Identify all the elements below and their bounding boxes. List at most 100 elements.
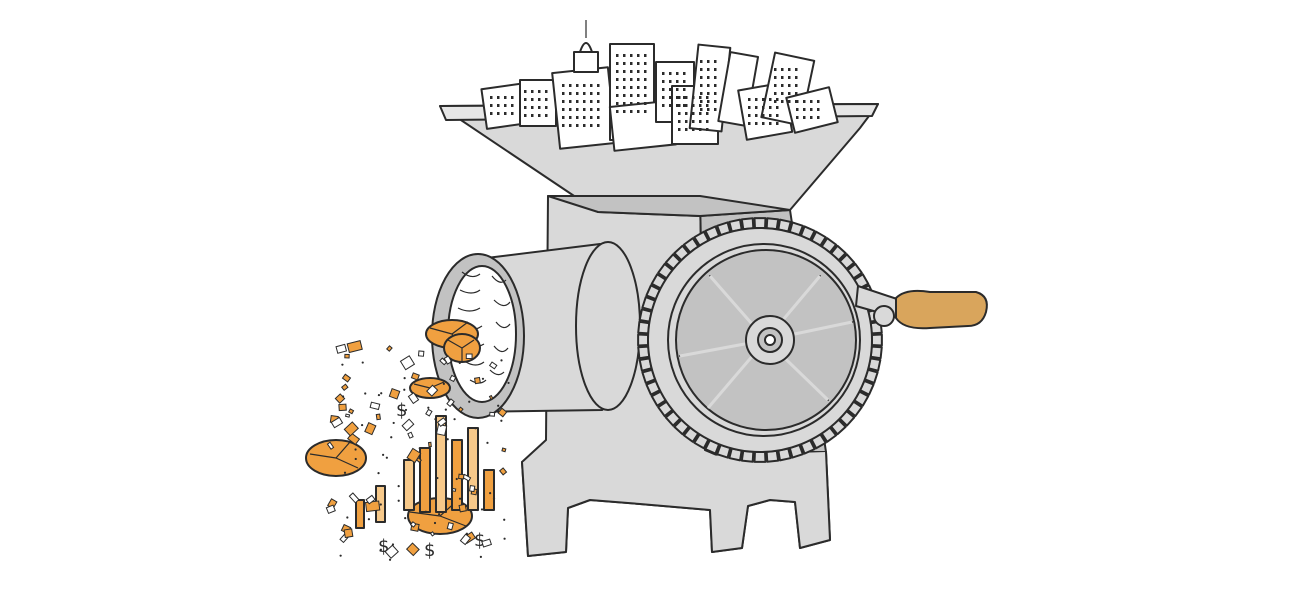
building-window bbox=[795, 92, 798, 95]
building-window bbox=[576, 108, 579, 111]
fragments bbox=[325, 340, 510, 561]
building-window bbox=[562, 84, 565, 87]
building-window bbox=[644, 102, 647, 105]
building-window bbox=[538, 98, 541, 101]
fragment bbox=[344, 413, 351, 418]
building-window bbox=[669, 88, 672, 91]
fragment bbox=[341, 383, 349, 391]
speck bbox=[377, 472, 380, 475]
speck bbox=[455, 477, 458, 481]
building-window bbox=[597, 92, 600, 95]
building-window bbox=[810, 108, 813, 111]
svg-text:$: $ bbox=[424, 540, 435, 561]
building-window bbox=[562, 108, 565, 111]
fragment bbox=[457, 406, 464, 413]
building-window bbox=[644, 94, 647, 97]
speck bbox=[500, 359, 503, 362]
building-window bbox=[676, 72, 679, 75]
speck bbox=[468, 400, 471, 403]
building-window bbox=[692, 120, 695, 123]
fragment bbox=[343, 421, 359, 437]
fragment bbox=[439, 357, 448, 366]
building-window bbox=[569, 84, 572, 87]
speck bbox=[379, 548, 382, 551]
building-window bbox=[637, 110, 640, 113]
building-window bbox=[644, 62, 647, 65]
speck bbox=[388, 558, 392, 561]
building-window bbox=[788, 76, 791, 79]
building-window bbox=[623, 86, 626, 89]
speck bbox=[354, 457, 357, 461]
building-window bbox=[810, 100, 813, 103]
building-window bbox=[762, 98, 765, 101]
fragment bbox=[501, 447, 507, 453]
building-window bbox=[707, 60, 710, 63]
building-window bbox=[755, 122, 758, 125]
building-window bbox=[803, 108, 806, 111]
building-window bbox=[637, 94, 640, 97]
building-window bbox=[714, 60, 717, 63]
building-window bbox=[630, 102, 633, 105]
building-window bbox=[676, 104, 679, 107]
speck bbox=[442, 382, 445, 385]
speck bbox=[397, 499, 400, 502]
building-window bbox=[788, 68, 791, 71]
building-window bbox=[707, 100, 710, 103]
building-window bbox=[748, 98, 751, 101]
gear-tooth bbox=[870, 333, 883, 347]
building-window bbox=[755, 114, 758, 117]
fragment bbox=[343, 528, 354, 539]
svg-text:$: $ bbox=[474, 530, 485, 551]
building-window bbox=[644, 110, 647, 113]
speck bbox=[354, 448, 357, 451]
fragment bbox=[325, 504, 336, 515]
speck bbox=[424, 510, 427, 513]
building-window bbox=[669, 104, 672, 107]
building-window bbox=[817, 116, 820, 119]
building-window bbox=[781, 92, 784, 95]
fragment bbox=[458, 503, 467, 513]
building-window bbox=[531, 106, 534, 109]
building-window bbox=[676, 80, 679, 83]
building-window bbox=[576, 92, 579, 95]
building-window bbox=[637, 54, 640, 57]
fragment bbox=[326, 441, 335, 450]
building-window bbox=[788, 92, 791, 95]
building-window bbox=[490, 104, 493, 107]
speck bbox=[437, 513, 441, 516]
building-window bbox=[803, 100, 806, 103]
building-window bbox=[700, 68, 703, 71]
building-window bbox=[511, 96, 514, 99]
speck bbox=[453, 418, 456, 421]
building-window bbox=[706, 104, 709, 107]
building-window bbox=[583, 116, 586, 119]
speck bbox=[465, 532, 468, 535]
building-window bbox=[616, 62, 619, 65]
fragment bbox=[384, 544, 399, 559]
building-window bbox=[692, 96, 695, 99]
building-window bbox=[700, 108, 703, 111]
speck bbox=[507, 381, 510, 385]
speck bbox=[404, 408, 408, 412]
building-window bbox=[669, 80, 672, 83]
building-window bbox=[504, 96, 507, 99]
building-window bbox=[769, 122, 772, 125]
fragment bbox=[459, 533, 472, 546]
building-window bbox=[678, 128, 681, 131]
building-window bbox=[706, 96, 709, 99]
fragment bbox=[334, 393, 346, 404]
fragment bbox=[428, 441, 432, 448]
building-window bbox=[700, 84, 703, 87]
building-window bbox=[662, 80, 665, 83]
building-window bbox=[699, 120, 702, 123]
speck bbox=[385, 456, 388, 459]
speck bbox=[380, 392, 383, 395]
building-window bbox=[748, 114, 751, 117]
fragment bbox=[436, 417, 448, 428]
building-window bbox=[769, 114, 772, 117]
fragment bbox=[417, 350, 425, 357]
building-window bbox=[796, 116, 799, 119]
building-window bbox=[583, 84, 586, 87]
fragment bbox=[446, 398, 455, 408]
